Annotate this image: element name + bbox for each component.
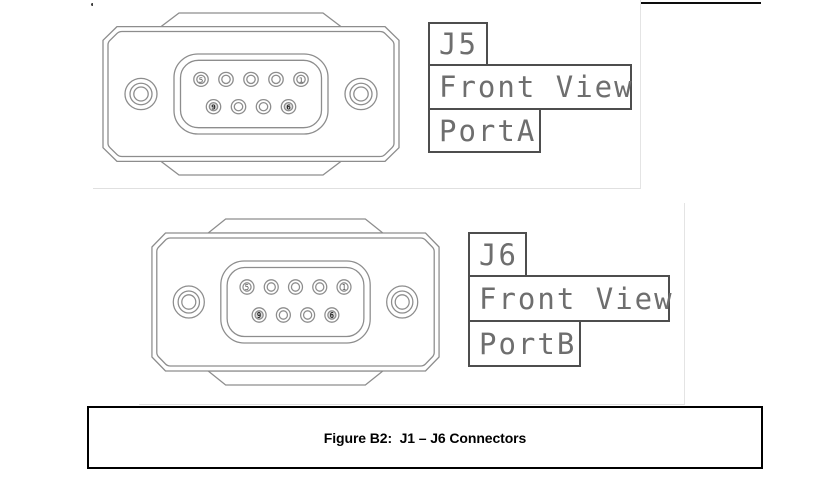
pin-2 xyxy=(268,71,284,88)
pin-sockets: 5 1 9 6 xyxy=(193,71,309,115)
pin-2 xyxy=(312,279,328,295)
pin-5: 5 xyxy=(193,71,209,88)
pin-9-label: 9 xyxy=(211,103,216,112)
connector-drawing-j6: 5 1 9 6 xyxy=(151,218,440,386)
view-label-j6: Front View xyxy=(468,275,672,322)
dsub-inset xyxy=(220,260,371,344)
port-label-j5: PortA xyxy=(428,108,541,153)
pin-7 xyxy=(300,307,316,323)
pin-3 xyxy=(243,71,259,88)
shell-outer-outline xyxy=(102,25,400,163)
dsub-shell xyxy=(151,218,440,386)
pin-1-label: 1 xyxy=(299,75,304,84)
pin-6: 6 xyxy=(324,307,340,323)
pin-6-label: 6 xyxy=(286,103,291,112)
port-label-j6: PortB xyxy=(468,320,581,367)
figure-caption-box: Figure B2: J1 – J6 Connectors xyxy=(87,406,763,469)
pin-4 xyxy=(263,279,279,295)
figure-caption-text: Figure B2: J1 – J6 Connectors xyxy=(323,429,527,446)
designator-label-j5: J5 xyxy=(428,22,488,66)
cropped-top-border-line xyxy=(640,2,761,4)
mounting-hole-left xyxy=(124,77,158,111)
dsub-inset xyxy=(173,53,329,135)
shell-inner-outline xyxy=(107,30,395,158)
pin-6-label: 6 xyxy=(330,311,335,320)
top-flange xyxy=(207,218,384,234)
pin-5-label: 5 xyxy=(199,75,204,84)
pin-6: 6 xyxy=(280,99,297,115)
pin-5-label: 5 xyxy=(245,283,249,292)
mounting-hole-right xyxy=(386,285,419,319)
pin-1: 1 xyxy=(293,71,309,88)
pin-8 xyxy=(230,99,247,115)
bottom-flange xyxy=(207,370,384,386)
pin-9-label: 9 xyxy=(257,311,261,320)
pin-8 xyxy=(275,307,291,323)
mounting-hole-right xyxy=(344,77,378,111)
mounting-hole-left xyxy=(172,285,205,319)
pin-9: 9 xyxy=(205,99,222,115)
pin-1: 1 xyxy=(336,279,352,295)
pin-4 xyxy=(218,71,234,88)
pin-1-label: 1 xyxy=(342,283,346,292)
dsub-shell xyxy=(102,12,400,176)
pin-3 xyxy=(287,279,304,295)
connector-drawing-j5: 5 1 9 6 xyxy=(102,12,400,176)
stray-period-mark xyxy=(91,3,94,6)
pin-7 xyxy=(255,99,272,115)
pin-5: 5 xyxy=(239,279,255,295)
pin-sockets: 5 1 9 6 xyxy=(239,279,352,323)
shell-outer-outline xyxy=(151,232,440,372)
top-flange xyxy=(160,12,342,28)
designator-label-j6: J6 xyxy=(468,232,527,277)
view-label-j5: Front View xyxy=(428,64,632,110)
shell-inner-outline xyxy=(156,237,435,367)
bottom-flange xyxy=(160,160,342,176)
pin-9: 9 xyxy=(251,307,267,323)
